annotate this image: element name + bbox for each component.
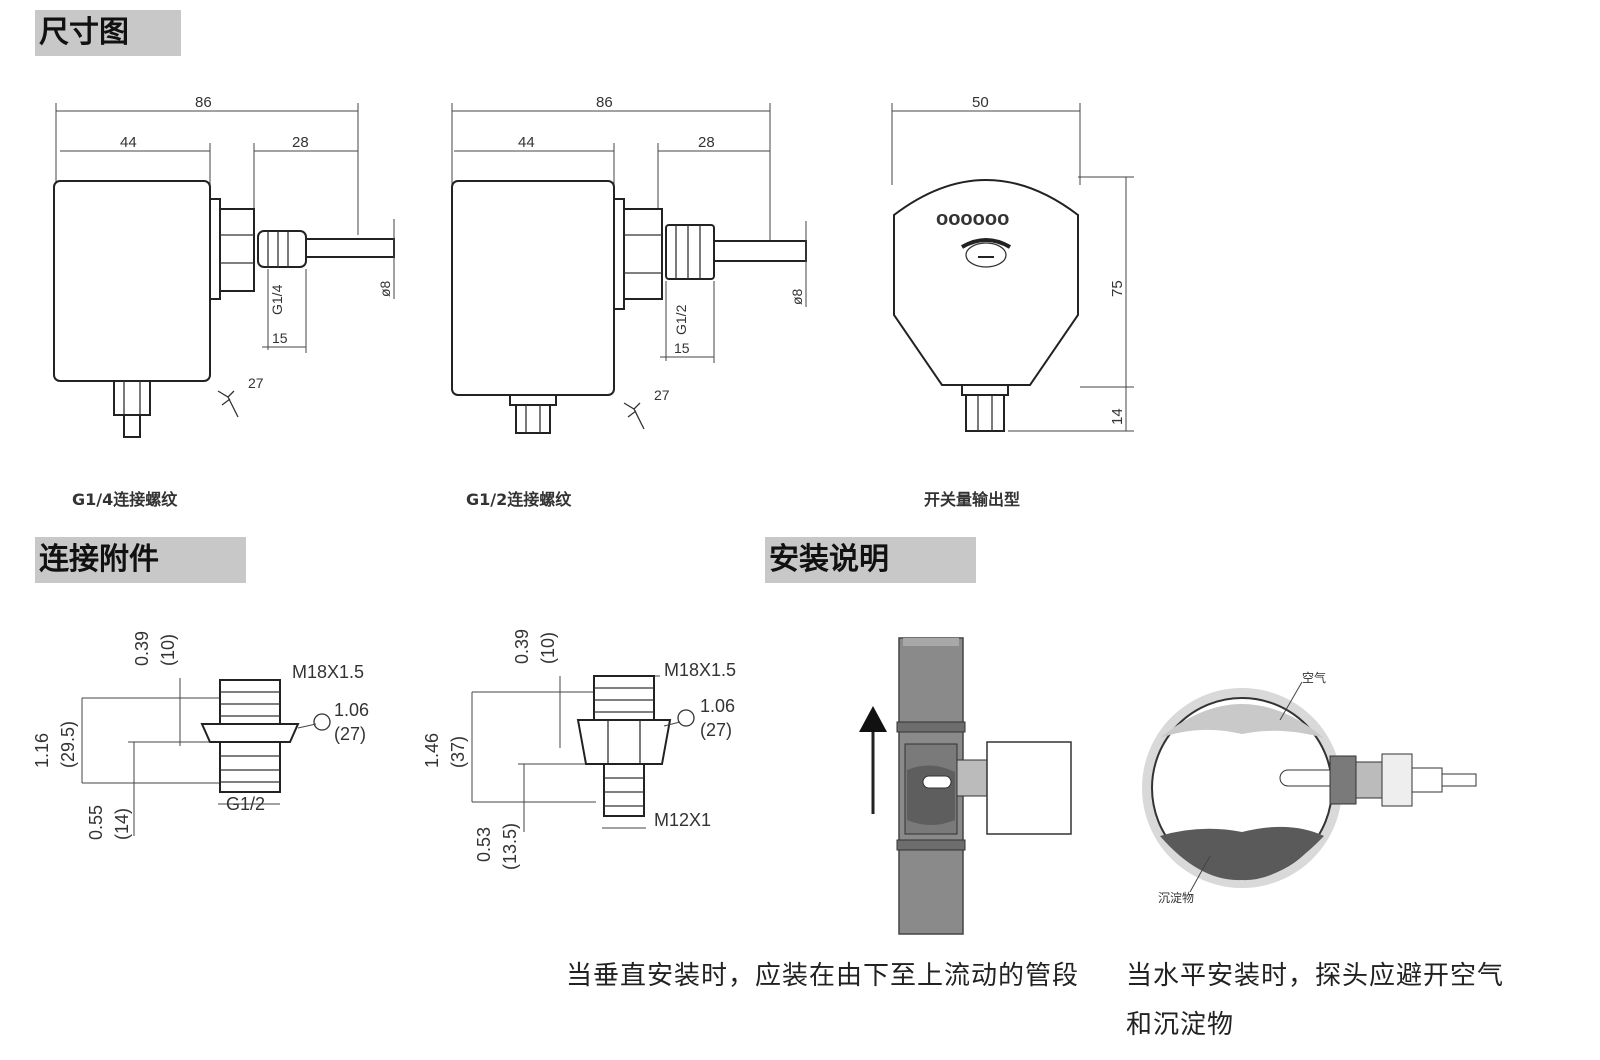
thread-label: G1/2: [673, 304, 689, 335]
connector-height-label: 14: [1109, 408, 1126, 425]
thread-top-label: M18X1.5: [292, 662, 364, 682]
section-title-installation: 安装说明: [765, 537, 976, 583]
caption-g14: G1/4连接螺纹: [72, 490, 178, 509]
sediment-label: 沉淀物: [1158, 891, 1194, 905]
tip-length-label: 15: [272, 330, 288, 346]
hex-size-mm: (27): [700, 720, 732, 740]
accessory-drawing-1: 0.39 (10) 1.16 (29.5) 0.55 (14) M18X1.5 …: [32, 631, 369, 840]
led-indicator-row: oooooo: [936, 208, 1009, 230]
total-length-label: 86: [195, 94, 212, 111]
hex-size-inch: 1.06: [334, 700, 369, 720]
width-label: 50: [972, 94, 989, 111]
caption-switch: 开关量输出型: [924, 490, 1021, 509]
probe-length-label: 28: [292, 134, 309, 151]
bottom-length-inch: 0.55: [86, 805, 106, 840]
hex-size-icon: [313, 713, 331, 731]
tip-length-label: 15: [674, 340, 690, 356]
body-length-label: 44: [518, 134, 535, 151]
total-length-inch: 1.46: [422, 733, 442, 768]
probe-diameter-label: ø8: [377, 280, 393, 297]
caption-horizontal-installation-line2: 和沉淀物: [1126, 1010, 1235, 1040]
bottom-length-inch: 0.53: [474, 827, 494, 862]
probe-diameter-label: ø8: [789, 288, 805, 305]
hex-size-icon: [677, 709, 695, 727]
dimension-drawing-g14: 86 44 28 ø8 G1/4 15 27: [53, 94, 395, 438]
accessory-drawing-2: 0.39 (10) 1.46 (37) 0.53 (13.5) M18X1.5 …: [422, 629, 736, 870]
thread-top-label: M18X1.5: [664, 660, 736, 680]
height-label: 75: [1109, 280, 1126, 297]
wrench-icon: [217, 390, 239, 418]
brand-logo-icon: [960, 238, 1012, 268]
hex-size-inch: 1.06: [700, 696, 735, 716]
top-length-mm: (10): [538, 632, 558, 664]
installation-vertical-diagram: [859, 637, 1072, 935]
dimension-drawing-g12: 86 44 28 ø8 G1/2 15 27: [451, 94, 807, 434]
wrench-size-label: 27: [248, 375, 264, 391]
total-length-mm: (37): [448, 736, 468, 768]
bottom-length-mm: (14): [112, 808, 132, 840]
bottom-length-mm: (13.5): [500, 823, 520, 870]
dimension-drawing-switch: 50 oooooo 75 14: [891, 94, 1134, 432]
installation-horizontal-diagram: 空气 沉淀物: [1142, 670, 1477, 905]
hex-size-mm: (27): [334, 724, 366, 744]
thread-label: G1/4: [269, 284, 285, 315]
total-length-mm: (29.5): [58, 721, 78, 768]
caption-g12: G1/2连接螺纹: [466, 490, 572, 509]
thread-bottom-label: M12X1: [654, 810, 711, 830]
body-length-label: 44: [120, 134, 137, 151]
top-length-mm: (10): [158, 634, 178, 666]
top-length-inch: 0.39: [512, 629, 532, 664]
wrench-icon: [623, 402, 645, 430]
section-title-accessories: 连接附件: [35, 537, 246, 583]
caption-horizontal-installation-line1: 当水平安装时，探头应避开空气: [1126, 961, 1505, 991]
section-title-dimensions: 尺寸图: [35, 10, 181, 56]
air-label: 空气: [1302, 670, 1326, 685]
probe-length-label: 28: [698, 134, 715, 151]
caption-vertical-installation: 当垂直安装时，应装在由下至上流动的管段: [566, 961, 1080, 991]
total-length-inch: 1.16: [32, 733, 52, 768]
thread-bottom-label: G1/2: [226, 794, 265, 814]
top-length-inch: 0.39: [132, 631, 152, 666]
wrench-size-label: 27: [654, 387, 670, 403]
total-length-label: 86: [596, 94, 613, 111]
